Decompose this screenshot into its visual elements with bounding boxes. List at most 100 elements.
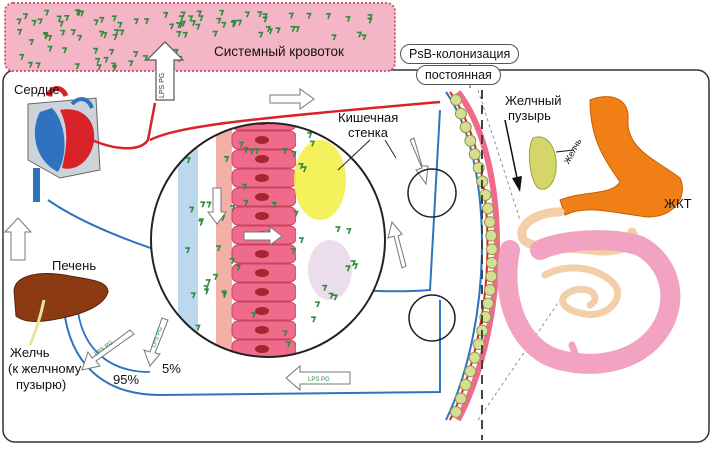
cell-nucleus [255, 345, 269, 353]
bacterium-mark [111, 15, 117, 22]
bacterium-mark [196, 10, 202, 17]
bacterium-mark [176, 30, 182, 38]
bacterium-mark [195, 23, 201, 30]
bacterium-mark [188, 15, 194, 22]
bacterium-mark [367, 17, 373, 24]
bacterium-mark [198, 15, 204, 22]
bacterium-mark [219, 9, 225, 16]
wall-villus [485, 270, 498, 283]
bacterium-mark [64, 15, 70, 22]
bacterium-mark [56, 15, 62, 22]
bacterium-mark [93, 19, 99, 26]
bacterium-mark [230, 205, 236, 212]
bacterium-mark [315, 301, 321, 308]
bacterium-mark [103, 56, 109, 63]
bacterium-mark [290, 25, 296, 32]
bacterium-mark [254, 148, 260, 155]
bacterium-mark [190, 19, 197, 27]
bacterium-mark [206, 201, 212, 208]
wall-villus [464, 365, 477, 378]
wall-zoom-ring-bottom [408, 294, 456, 342]
bacterium-mark [288, 12, 295, 19]
wall-villus [459, 378, 472, 391]
bacterium-mark [216, 17, 222, 24]
wall-villus [459, 121, 472, 134]
bacterium-mark [265, 26, 272, 33]
wall-villus [450, 406, 462, 418]
bacterium-mark [195, 324, 201, 331]
bacterium-mark [77, 34, 83, 41]
wall-zoom-ring-top [407, 168, 457, 218]
gallbladder-arrow [504, 119, 518, 179]
cell-nucleus [255, 136, 269, 144]
bacterium-mark [44, 9, 50, 16]
bacterium-mark [224, 156, 230, 163]
bacterium-mark [180, 11, 186, 18]
bacterium-mark [243, 199, 249, 206]
bacterium-mark [133, 18, 139, 25]
cell-nucleus [255, 250, 269, 258]
bacterium-mark [62, 47, 68, 54]
wall-villus [464, 134, 477, 147]
gallbladder-label-1: Желчный [505, 93, 562, 108]
bile-label-2: (к желчному [8, 361, 82, 376]
zoom-guide-bottom [477, 299, 561, 421]
wall-villus [485, 229, 498, 242]
wall-villus [481, 297, 494, 310]
bacterium-mark [271, 201, 277, 209]
bacterium-mark [291, 151, 297, 158]
wall-in-arrow-top [409, 137, 429, 186]
wall-villus [454, 392, 467, 405]
liver-label: Печень [52, 258, 97, 273]
bacterium-mark [176, 22, 182, 29]
bacterium-mark [189, 206, 195, 213]
svg-text:LPS PG: LPS PG [308, 377, 330, 383]
cell-nucleus [255, 288, 269, 296]
wall-out-arrow [387, 220, 407, 269]
percent-95-label: 95% [113, 372, 140, 387]
bacterium-mark [60, 29, 66, 36]
bacterium-mark [335, 226, 341, 233]
bacterium-mark [293, 210, 299, 217]
bacterium-mark [180, 20, 186, 27]
bacterium-mark [185, 247, 191, 254]
zoom-guide-top [477, 89, 521, 221]
bacterium-mark [346, 228, 352, 235]
wall-villus [468, 351, 481, 364]
bacterium-mark [345, 265, 351, 272]
gallbladder-label-2: пузырь [508, 108, 551, 123]
bacterium-mark [198, 219, 204, 227]
bacterium-mark [204, 288, 210, 295]
cell-nucleus [255, 174, 269, 182]
wall-pointer-1 [337, 139, 371, 171]
bacterium-mark [294, 26, 300, 33]
bacterium-mark [298, 237, 305, 244]
bacterium-mark [28, 39, 35, 46]
wall-villus [483, 216, 496, 229]
bacterium-mark [244, 11, 251, 18]
bacterium-mark [221, 21, 227, 28]
bacterium-mark [282, 147, 288, 155]
percent-5-label: 5% [162, 361, 181, 376]
gi-tract-label: ЖКТ [664, 196, 692, 211]
bacterium-mark [203, 285, 209, 292]
bile-pointer [555, 149, 575, 153]
bacterium-mark [307, 132, 313, 139]
bacterium-mark [47, 34, 53, 42]
bacterium-mark [93, 47, 99, 54]
bacterium-mark [119, 29, 125, 36]
flow-right-arrow [269, 88, 315, 110]
bacterium-mark [70, 29, 77, 36]
bacterium-mark [301, 166, 308, 173]
arterial-vessel [91, 100, 441, 150]
cell-nucleus [255, 269, 269, 277]
bacterium-mark [27, 61, 34, 68]
bacterium-mark [242, 183, 248, 190]
bacterium-mark [249, 148, 255, 155]
wall-villus [481, 202, 494, 215]
bacterium-mark [133, 51, 139, 58]
bacterium-mark [258, 31, 264, 38]
bacterium-mark [185, 157, 191, 164]
bacterium-mark [216, 245, 222, 252]
